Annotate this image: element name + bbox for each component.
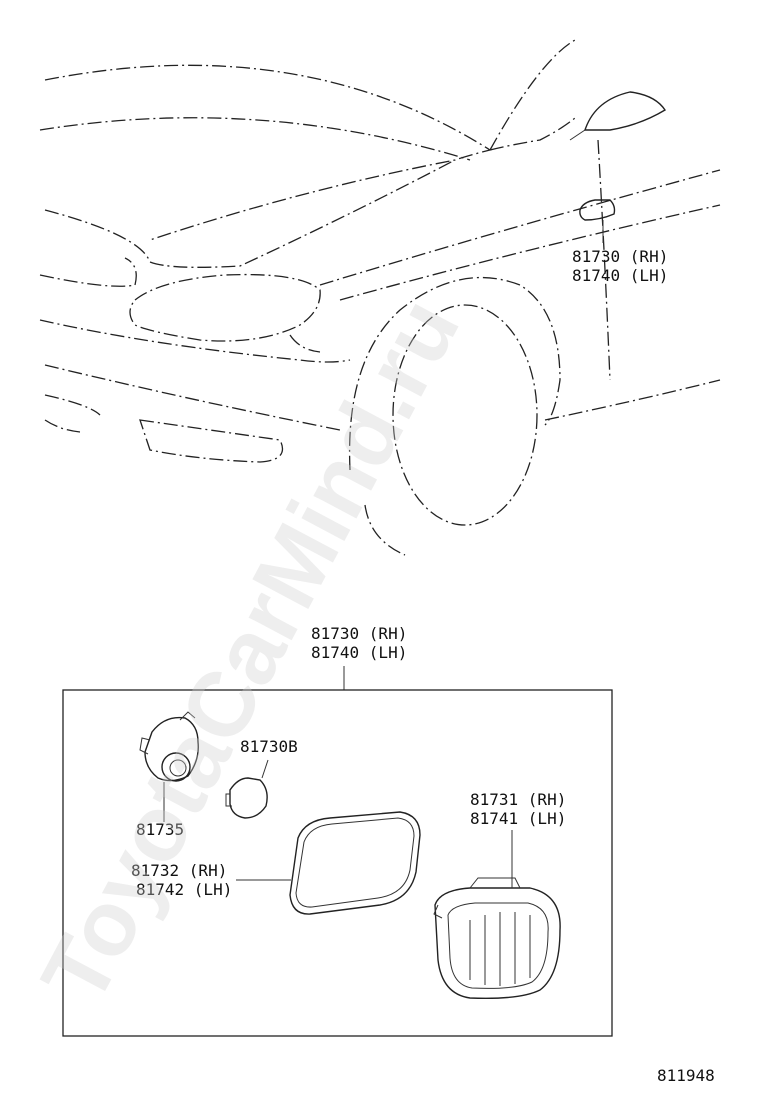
car-callout-line2: 81740 (LH) bbox=[572, 266, 668, 285]
assembly-callout-line2: 81740 (LH) bbox=[311, 643, 407, 662]
gasket-part bbox=[236, 811, 421, 915]
diagram-code: 811948 bbox=[657, 1066, 715, 1085]
lens-label-line2: 81741 (LH) bbox=[470, 809, 566, 828]
lens-label-line1: 81731 (RH) bbox=[470, 790, 566, 809]
bulb-label: 81730B bbox=[240, 737, 298, 756]
lens-part bbox=[433, 830, 561, 999]
socket-part bbox=[139, 711, 199, 822]
side-marker-on-car bbox=[579, 199, 616, 243]
gasket-label-line1: 81732 (RH) bbox=[131, 861, 227, 880]
car-front-illustration bbox=[39, 39, 721, 556]
assembly-frame bbox=[62, 689, 613, 1037]
bulb-part bbox=[225, 759, 269, 819]
socket-label: 81735 bbox=[136, 820, 184, 839]
gasket-label-line2: 81742 (LH) bbox=[136, 880, 232, 899]
watermark: ToyotaCarMind.ru bbox=[23, 283, 479, 1020]
assembly-callout-line1: 81730 (RH) bbox=[311, 624, 407, 643]
car-callout-line1: 81730 (RH) bbox=[572, 247, 668, 266]
